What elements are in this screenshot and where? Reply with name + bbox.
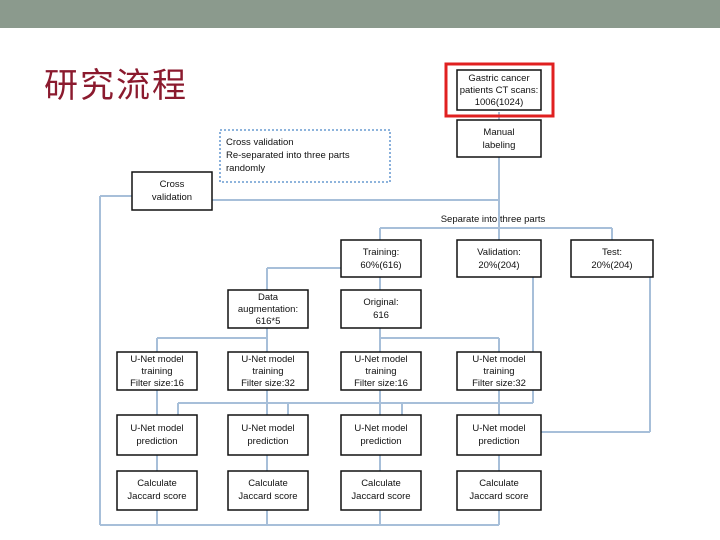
top-banner <box>0 0 720 28</box>
box-unet-train-4: U-Net model training Filter size:32 <box>456 351 542 391</box>
note-line-2: Re-separated into three parts <box>226 150 350 161</box>
cross-line-1: Cross <box>160 179 185 190</box>
svg-text:Calculate: Calculate <box>137 478 177 489</box>
svg-text:U-Net model: U-Net model <box>354 423 407 434</box>
svg-text:Jaccard score: Jaccard score <box>469 491 528 502</box>
box-unet-train-1: U-Net model training Filter size:16 <box>116 351 198 391</box>
test-line-1: Test: <box>602 247 622 258</box>
training-line-2: 60%(616) <box>360 260 401 271</box>
box-data-augmentation: Data augmentation: 616*5 <box>227 289 309 329</box>
svg-text:Filter size:32: Filter size:32 <box>241 378 295 389</box>
box-predict-4: U-Net model prediction <box>456 414 542 456</box>
training-line-1: Training: <box>363 247 400 258</box>
svg-text:U-Net model: U-Net model <box>472 354 525 365</box>
cross-line-2: validation <box>152 192 192 203</box>
svg-text:Calculate: Calculate <box>361 478 401 489</box>
manual-line-2: labeling <box>483 140 516 151</box>
test-line-2: 20%(204) <box>591 260 632 271</box>
svg-text:Filter size:16: Filter size:16 <box>354 378 408 389</box>
box-predict-1: U-Net model prediction <box>116 414 198 456</box>
aug-line-3: 616*5 <box>256 316 281 327</box>
validation-line-2: 20%(204) <box>478 260 519 271</box>
svg-text:Jaccard score: Jaccard score <box>351 491 410 502</box>
source-line-3: 1006(1024) <box>475 97 524 108</box>
original-line-1: Original: <box>363 297 398 308</box>
svg-text:Calculate: Calculate <box>479 478 519 489</box>
svg-text:Filter size:32: Filter size:32 <box>472 378 526 389</box>
box-jaccard-2: Calculate Jaccard score <box>227 470 309 511</box>
svg-text:prediction: prediction <box>247 436 288 447</box>
box-unet-train-2: U-Net model training Filter size:32 <box>227 351 309 391</box>
box-jaccard-3: Calculate Jaccard score <box>340 470 422 511</box>
separate-label: Separate into three parts <box>441 214 546 225</box>
source-highlight <box>444 62 555 118</box>
svg-text:training: training <box>141 366 172 377</box>
box-original: Original: 616 <box>340 289 422 329</box>
box-source: Gastric cancer patients CT scans: 1006(1… <box>456 69 542 111</box>
svg-text:U-Net model: U-Net model <box>130 423 183 434</box>
svg-text:Filter size:16: Filter size:16 <box>130 378 184 389</box>
svg-text:training: training <box>252 366 283 377</box>
svg-text:U-Net model: U-Net model <box>241 354 294 365</box>
aug-line-1: Data <box>258 292 279 303</box>
svg-text:Calculate: Calculate <box>248 478 288 489</box>
connectors <box>99 112 651 526</box>
box-predict-2: U-Net model prediction <box>227 414 309 456</box>
svg-text:Jaccard score: Jaccard score <box>127 491 186 502</box>
svg-text:prediction: prediction <box>360 436 401 447</box>
svg-text:training: training <box>483 366 514 377</box>
source-line-1: Gastric cancer <box>468 73 529 84</box>
original-line-2: 616 <box>373 310 389 321</box>
svg-text:training: training <box>365 366 396 377</box>
note-line-1: Cross validation <box>226 137 294 148</box>
box-validation: Validation: 20%(204) <box>456 239 542 278</box>
box-training: Training: 60%(616) <box>340 239 422 278</box>
box-cross-validation: Cross validation <box>131 171 213 211</box>
box-jaccard-4: Calculate Jaccard score <box>456 470 542 511</box>
svg-text:prediction: prediction <box>478 436 519 447</box>
box-test: Test: 20%(204) <box>570 239 654 278</box>
svg-text:Jaccard score: Jaccard score <box>238 491 297 502</box>
manual-line-1: Manual <box>483 127 514 138</box>
box-unet-train-3: U-Net model training Filter size:16 <box>340 351 422 391</box>
note-line-3: randomly <box>226 163 265 174</box>
validation-line-1: Validation: <box>477 247 521 258</box>
svg-text:U-Net model: U-Net model <box>130 354 183 365</box>
aug-line-2: augmentation: <box>238 304 298 315</box>
box-manual-labeling: Manual labeling <box>456 119 542 158</box>
source-line-2: patients CT scans: <box>460 85 539 96</box>
slide-title: 研究流程 <box>44 66 188 106</box>
box-predict-3: U-Net model prediction <box>340 414 422 456</box>
box-cross-note: Cross validation Re-separated into three… <box>219 129 391 183</box>
svg-text:U-Net model: U-Net model <box>354 354 407 365</box>
svg-text:U-Net model: U-Net model <box>472 423 525 434</box>
box-jaccard-1: Calculate Jaccard score <box>116 470 198 511</box>
svg-text:prediction: prediction <box>136 436 177 447</box>
svg-text:U-Net model: U-Net model <box>241 423 294 434</box>
